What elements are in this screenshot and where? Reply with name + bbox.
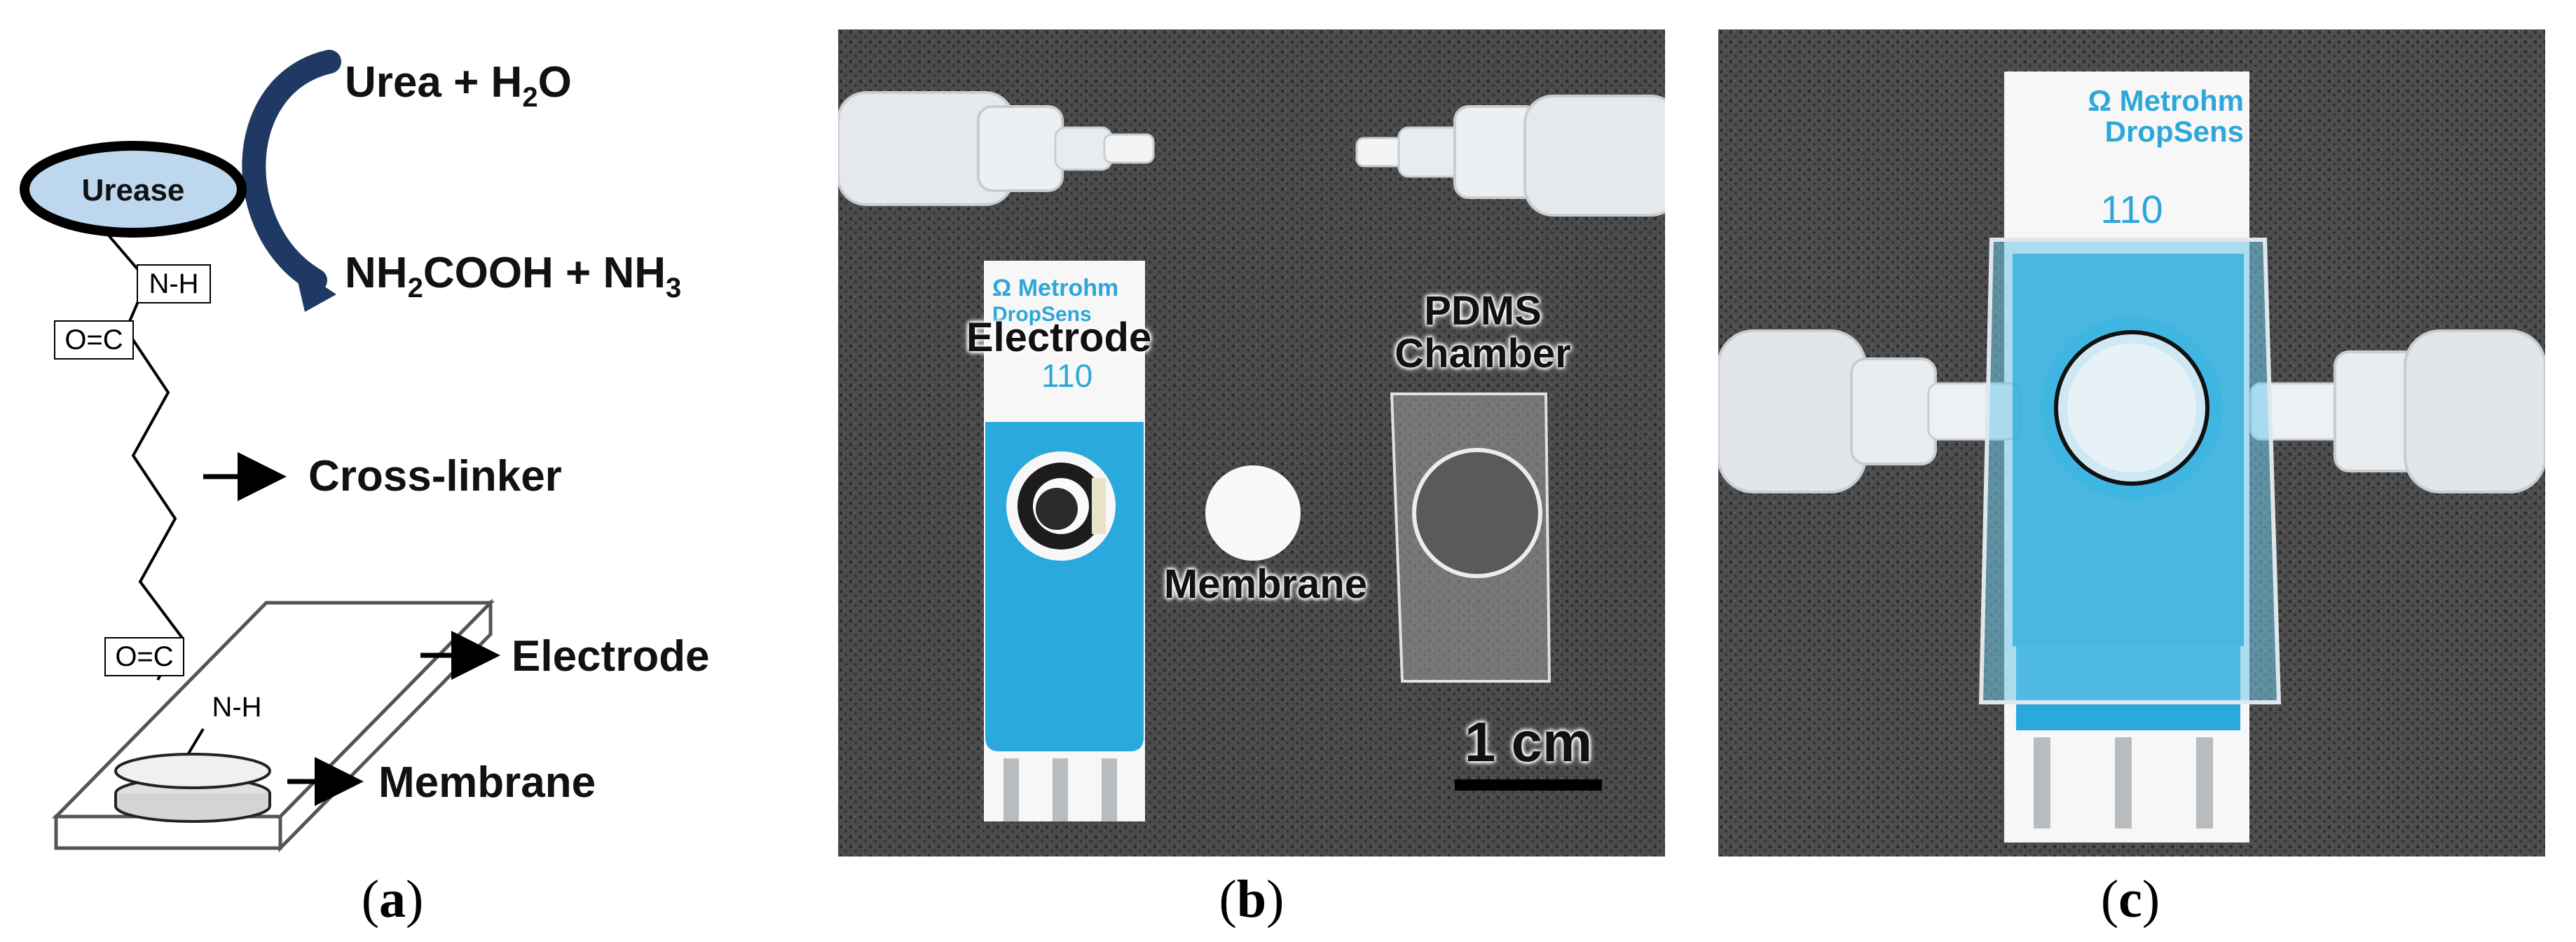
screen-printed-electrode [984, 261, 1145, 821]
schematic-diagram: Urea + H2O NH2COOH + NH3 Urease N-H O=C … [20, 50, 710, 853]
membrane-disk [114, 753, 271, 789]
reaction-arrow [242, 50, 341, 292]
urease-label: Urease [82, 173, 185, 207]
membrane-photo-label: Membrane [1163, 561, 1368, 607]
pdms-chamber-assembled [1978, 238, 2282, 704]
amide-nh-top: N-H [149, 268, 198, 299]
tube-connector-right [1355, 95, 1665, 217]
amide-co-bottom: O=C [115, 641, 173, 672]
electrode-photo-label: Electrode [966, 315, 1152, 360]
tube-right-c [2249, 329, 2545, 493]
products-label: NH2COOH + NH3 [345, 249, 681, 303]
reaction-arrowhead [294, 266, 336, 312]
pdms-chamber-photo [1390, 392, 1551, 683]
caption-b: (b) [1219, 870, 1284, 929]
amide-co-top: O=C [64, 325, 123, 355]
amide-nh-bottom: N-H [212, 692, 261, 723]
strip-model-c: 110 [2100, 187, 2163, 231]
caption-c: (c) [2100, 870, 2160, 929]
scale-bar-label: 1 cm [1464, 711, 1593, 773]
crosslinker-label: Cross-linker [308, 452, 562, 500]
scale-bar [1455, 779, 1602, 791]
membrane-label: Membrane [378, 758, 596, 807]
strip-model-b: 110 [1041, 357, 1093, 394]
tube-connector-left [838, 91, 1155, 206]
reactants-label: Urea + H2O [345, 58, 572, 113]
urease-enzyme [20, 141, 247, 238]
membrane-disc-photo [1205, 465, 1301, 561]
electrode-label: Electrode [512, 632, 710, 681]
caption-a: (a) [361, 870, 424, 929]
